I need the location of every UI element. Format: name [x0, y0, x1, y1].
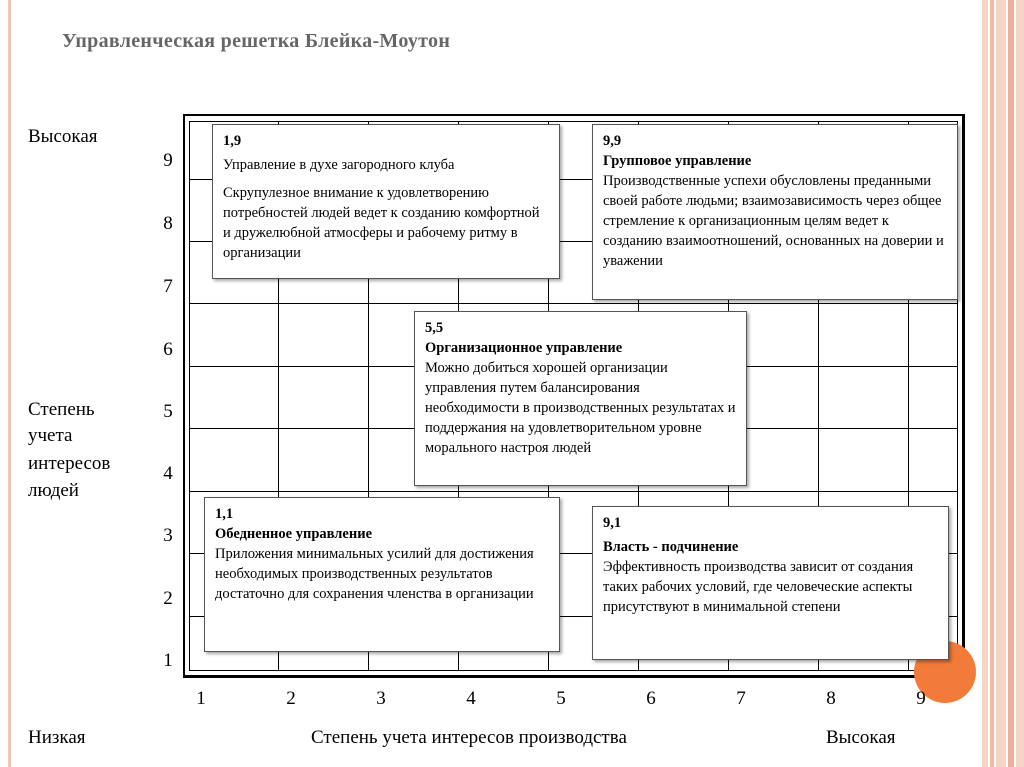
grid-line — [908, 122, 909, 670]
grid-line — [190, 303, 957, 304]
box-text: Скрупулезное внимание к удовлетворению п… — [223, 185, 540, 261]
x-axis-high-label: Высокая — [826, 727, 896, 748]
y-tick: 7 — [163, 276, 173, 297]
y-tick: 9 — [163, 150, 173, 171]
style-box-authority-compliance: 9,1 Власть - подчинение Эффективность пр… — [592, 506, 949, 660]
y-axis-label-line: учета — [28, 425, 73, 446]
style-box-team: 9,9 Групповое управление Производственны… — [592, 124, 958, 300]
x-tick: 6 — [646, 688, 656, 709]
grid-line — [190, 553, 957, 554]
grid-line — [190, 491, 957, 492]
box-code: 9,1 — [603, 515, 622, 531]
box-text: Можно добиться хорошей организации управ… — [425, 360, 736, 456]
x-tick: 2 — [286, 688, 296, 709]
y-axis-label-line: интересов — [28, 453, 111, 474]
box-code: 5,5 — [425, 320, 444, 336]
style-box-impoverished: 1,1 Обедненное управление Приложения мин… — [204, 497, 560, 652]
grid-line — [368, 122, 369, 670]
x-tick: 8 — [826, 688, 836, 709]
x-tick: 1 — [196, 688, 206, 709]
style-box-middle-of-road: 5,5 Организационное управление Можно доб… — [414, 311, 747, 486]
grid-line — [278, 122, 279, 670]
grid-line — [190, 241, 957, 242]
x-axis-label: Степень учета интересов производства — [311, 727, 627, 748]
slide-frame-left — [8, 0, 11, 767]
y-tick: 2 — [163, 588, 173, 609]
slide-stripe — [1016, 0, 1024, 767]
slide-title: Управленческая решетка Блейка-Моутон — [62, 30, 451, 52]
box-name: Власть - подчинение — [603, 539, 739, 555]
box-code: 1,9 — [223, 133, 242, 149]
y-tick: 4 — [163, 463, 173, 484]
slide-stripe — [982, 0, 988, 767]
slide-stripe — [1008, 0, 1014, 767]
x-tick: 5 — [556, 688, 566, 709]
box-code: 9,9 — [603, 133, 622, 149]
y-tick: 5 — [163, 401, 173, 422]
y-tick: 1 — [163, 650, 173, 671]
box-name: Групповое управление — [603, 153, 752, 169]
y-axis-label-line: людей — [28, 480, 79, 501]
slide-stripe — [990, 0, 994, 767]
box-text: Производственные успехи обусловлены пред… — [603, 173, 944, 269]
x-tick: 3 — [376, 688, 386, 709]
x-tick: 7 — [736, 688, 746, 709]
x-tick: 4 — [466, 688, 476, 709]
box-text: Приложения минимальных усилий для достиж… — [215, 546, 534, 602]
y-axis-high-label: Высокая — [28, 126, 98, 147]
box-text: Эффективность производства зависит от со… — [603, 559, 914, 615]
box-name: Организационное управление — [425, 340, 623, 356]
y-tick: 6 — [163, 339, 173, 360]
y-axis-label-line: Степень — [28, 399, 95, 420]
y-tick: 3 — [163, 525, 173, 546]
grid-line — [190, 616, 957, 617]
grid-line — [818, 122, 819, 670]
style-box-country-club: 1,9 Управление в духе загородного клуба … — [212, 124, 560, 279]
x-axis-low-label: Низкая — [28, 727, 86, 748]
x-tick: 9 — [916, 688, 926, 709]
slide-stripe — [996, 0, 1006, 767]
y-tick: 8 — [163, 213, 173, 234]
grid-line — [190, 179, 957, 180]
box-name: Управление в духе загородного клуба — [223, 157, 455, 173]
box-code: 1,1 — [215, 506, 234, 522]
box-name: Обедненное управление — [215, 526, 373, 542]
